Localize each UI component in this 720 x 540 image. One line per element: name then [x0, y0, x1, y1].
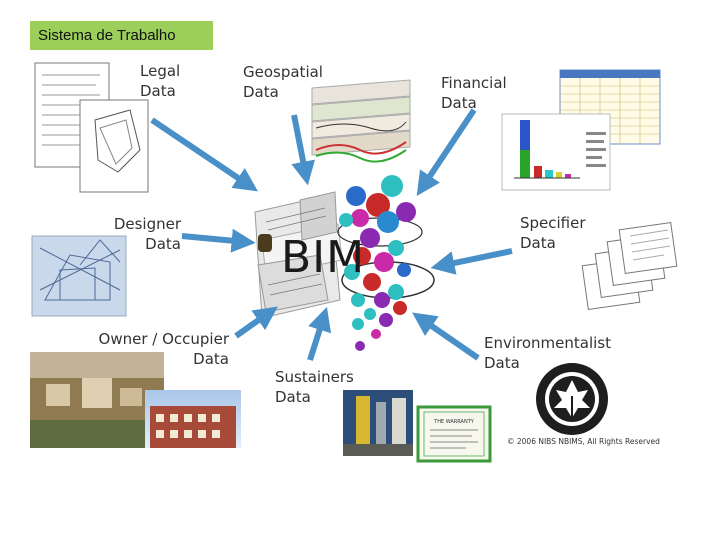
sustainers-photo-image [343, 390, 413, 456]
warranty-certificate-image [416, 405, 492, 463]
arrow-specifier [430, 248, 513, 275]
geospatial-layers-image [311, 79, 411, 163]
arrow-legal [150, 117, 258, 192]
certificate-title: THE WARRANTY [433, 419, 475, 425]
financial-chart-image [501, 113, 611, 191]
arrow-sustainers [307, 306, 332, 361]
bim-title: BIM [281, 232, 366, 283]
section-tag: Sistema de Trabalho [30, 21, 213, 50]
arrow-designer [181, 228, 256, 253]
bim-model-cluster [254, 175, 435, 351]
designer-blueprint-image [31, 235, 127, 317]
legal-documents-image [34, 62, 149, 193]
owner-photo-image [30, 352, 241, 448]
arrow-environmentalist [412, 312, 480, 361]
green-building-seal-icon [536, 363, 608, 435]
arrow-financial [416, 108, 477, 196]
specifier-documents-image [581, 222, 678, 310]
arrow-owner [234, 306, 278, 339]
arrow-geospatial [291, 114, 315, 186]
copyright-notice: © 2006 NIBS NBIMS, All Rights Reserved [507, 437, 660, 446]
